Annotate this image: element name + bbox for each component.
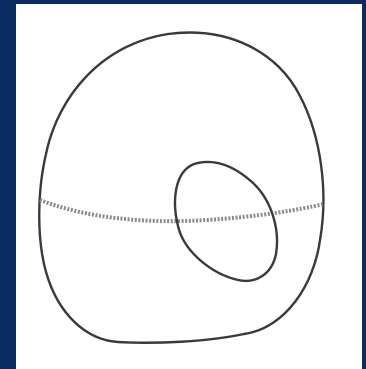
equator-seam [40, 200, 324, 221]
line-drawing [16, 4, 362, 369]
white-canvas [16, 4, 362, 369]
outer-contour [39, 33, 323, 343]
